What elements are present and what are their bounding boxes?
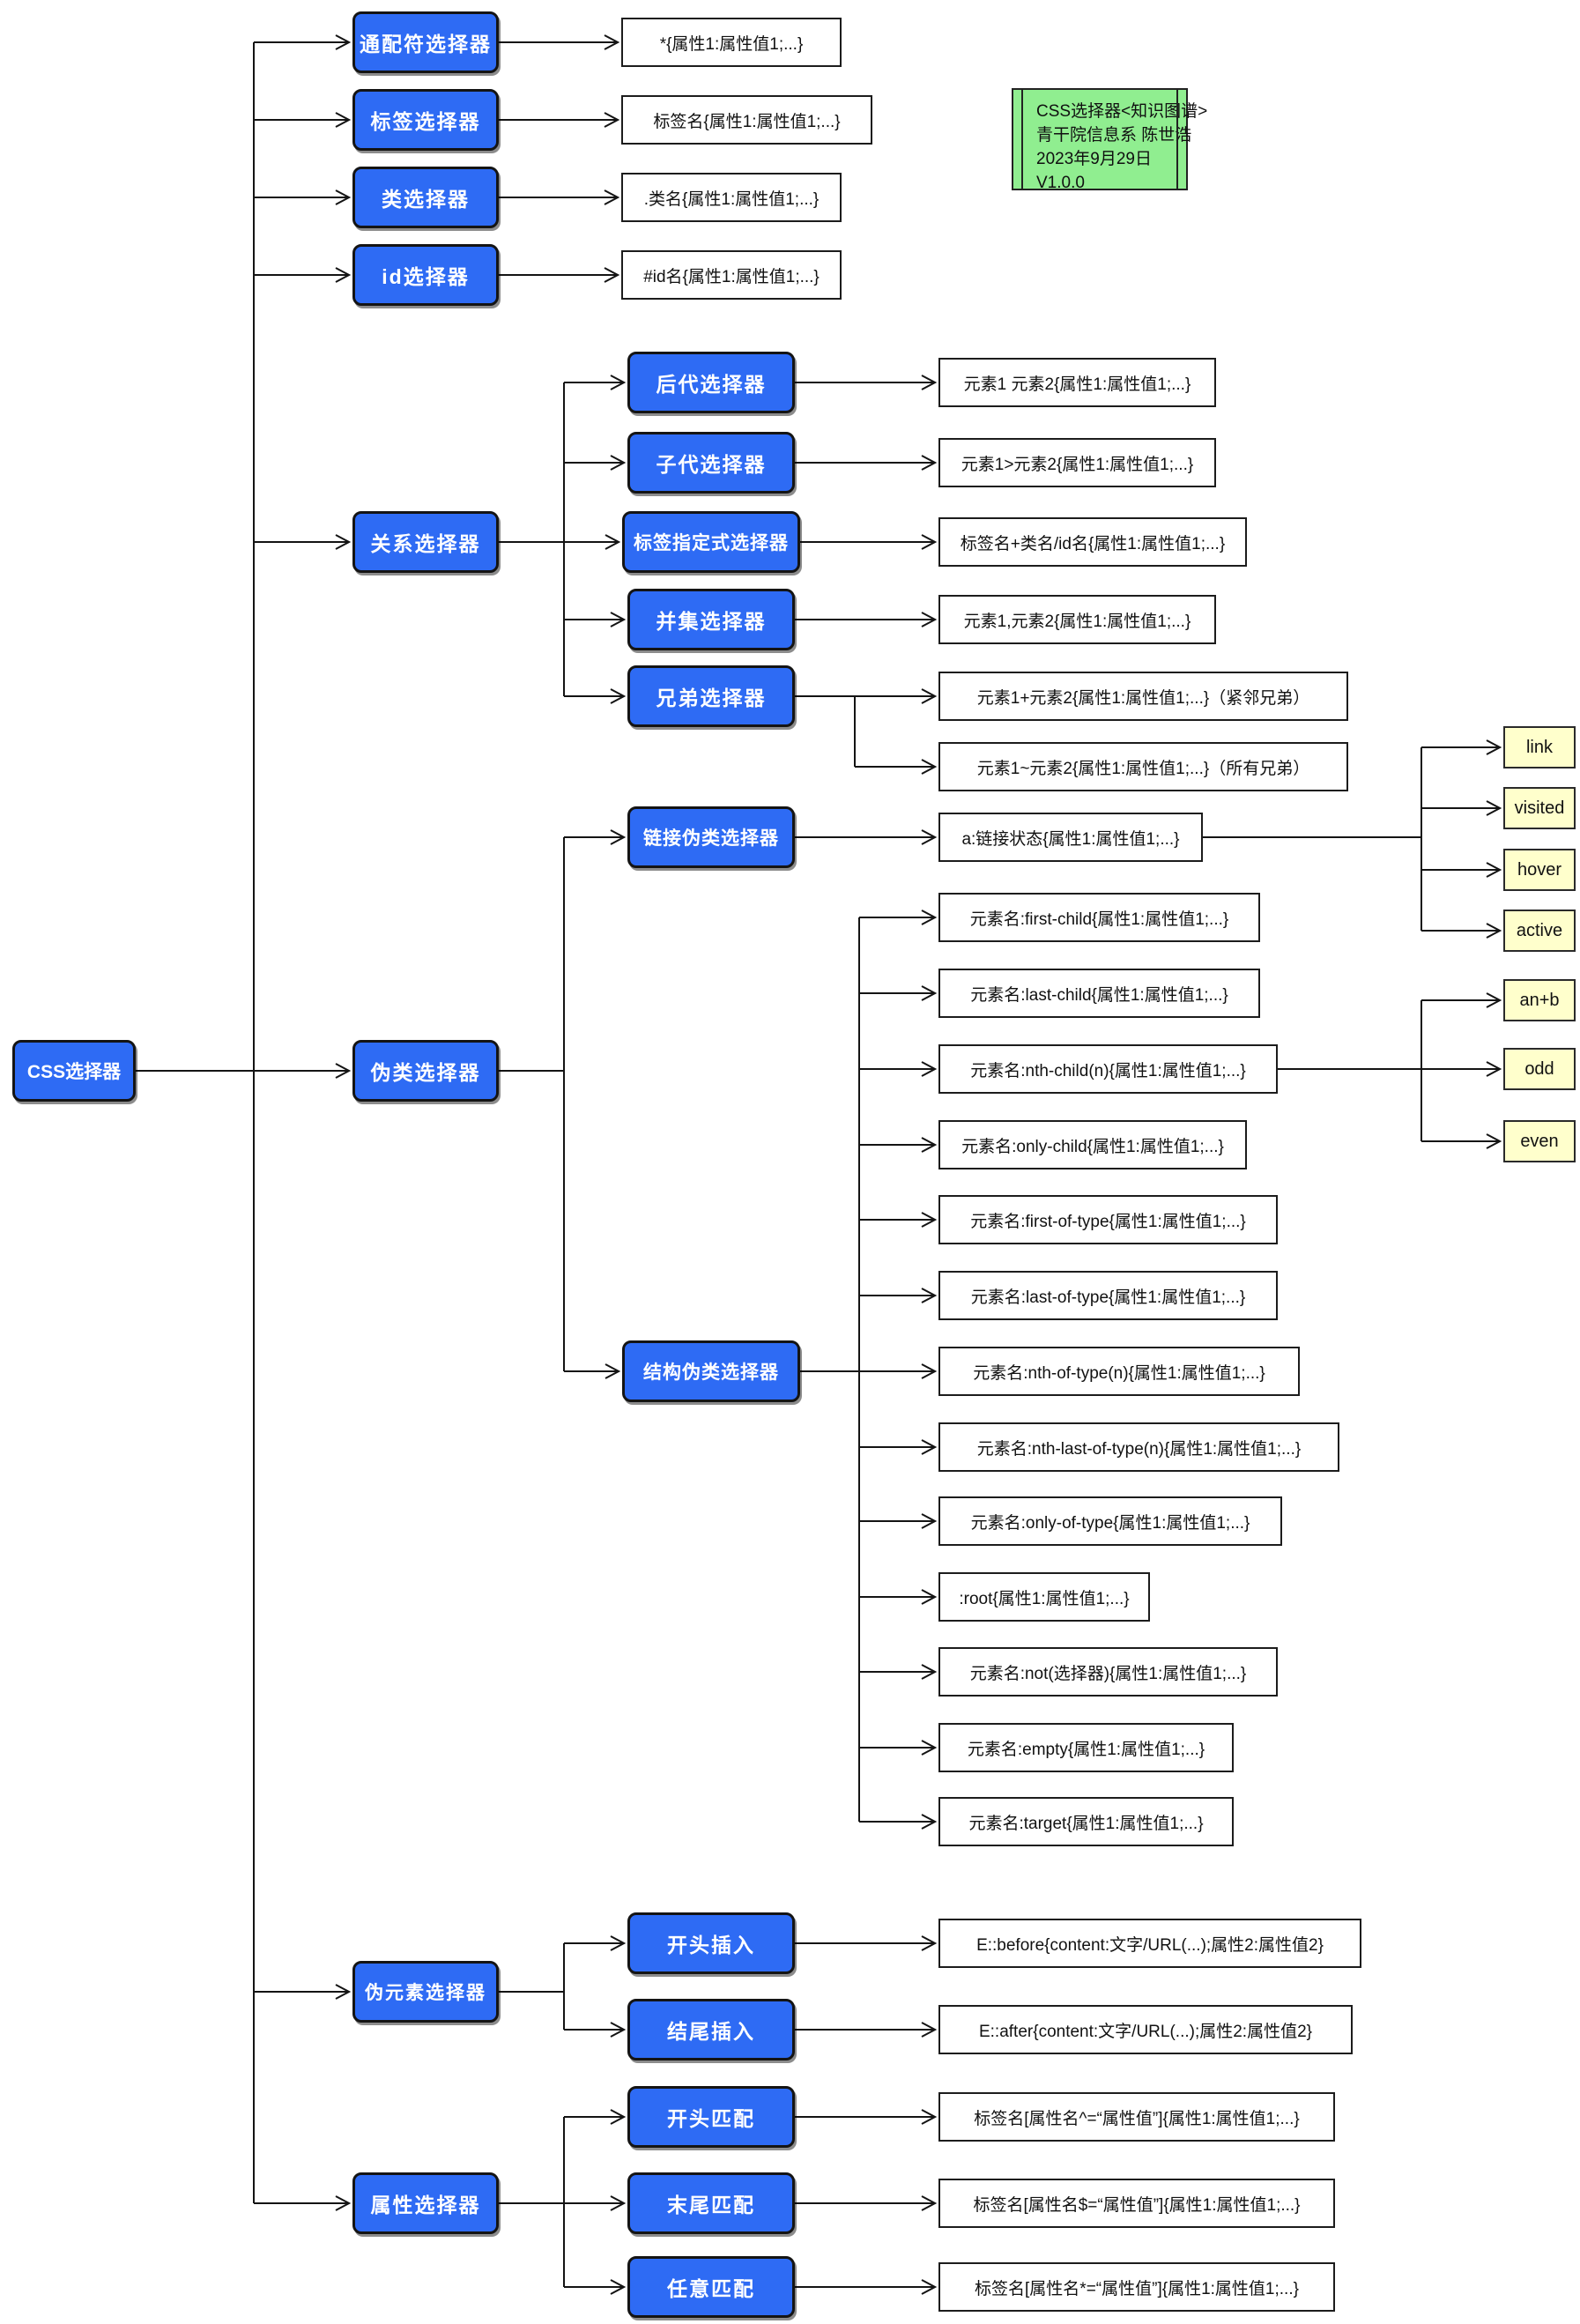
starts-with-match-node: 开头匹配 xyxy=(627,2086,795,2148)
descendant-selector-node: 后代选择器 xyxy=(627,352,795,413)
pseudo-class-selector-node: 伪类选择器 xyxy=(352,1040,499,1102)
root-node-css-selector: CSS选择器 xyxy=(12,1040,136,1102)
anb-value: an+b xyxy=(1503,979,1576,1021)
last-of-type-syntax-box: 元素名:last-of-type{属性1:属性值1;...} xyxy=(938,1271,1278,1320)
contains-match-node: 任意匹配 xyxy=(627,2256,795,2318)
contains-syntax-box: 标签名[属性名*=“属性值”]{属性1:属性值1;...} xyxy=(938,2262,1335,2312)
meta-version: V1.0.0 xyxy=(1036,173,1085,192)
id-selector-node: id选择器 xyxy=(352,244,499,306)
before-insert-node: 开头插入 xyxy=(627,1912,795,1974)
sibling-selector-node: 兄弟选择器 xyxy=(627,665,795,727)
visited-state-value: visited xyxy=(1503,787,1576,829)
nth-of-type-syntax-box: 元素名:nth-of-type(n){属性1:属性值1;...} xyxy=(938,1347,1300,1396)
child-syntax-box: 元素1>元素2{属性1:属性值1;...} xyxy=(938,438,1216,487)
last-child-syntax-box: 元素名:last-child{属性1:属性值1;...} xyxy=(938,969,1260,1018)
meta-title: CSS选择器<知识图谱> xyxy=(1036,102,1208,121)
tag-specified-syntax-box: 标签名+类名/id名{属性1:属性值1;...} xyxy=(938,517,1247,567)
ends-with-match-node: 末尾匹配 xyxy=(627,2172,795,2234)
odd-value: odd xyxy=(1503,1048,1576,1090)
tag-syntax-box: 标签名{属性1:属性值1;...} xyxy=(621,95,872,145)
nth-child-syntax-box: 元素名:nth-child(n){属性1:属性值1;...} xyxy=(938,1044,1278,1094)
meta-author: 青干院信息系 陈世浩 xyxy=(1036,125,1192,145)
descendant-syntax-box: 元素1 元素2{属性1:属性值1;...} xyxy=(938,358,1216,407)
adjacent-sibling-syntax-box: 元素1+元素2{属性1:属性值1;...}（紧邻兄弟） xyxy=(938,672,1348,721)
pseudo-element-selector-node: 伪元素选择器 xyxy=(352,1961,499,2023)
union-selector-node: 并集选择器 xyxy=(627,589,795,650)
child-selector-node: 子代选择器 xyxy=(627,432,795,494)
attribute-selector-node: 属性选择器 xyxy=(352,2172,499,2234)
structural-pseudo-class-selector-node: 结构伪类选择器 xyxy=(622,1340,800,1402)
only-child-syntax-box: 元素名:only-child{属性1:属性值1;...} xyxy=(938,1120,1247,1169)
root-pseudo-syntax-box: :root{属性1:属性值1;...} xyxy=(938,1572,1150,1622)
starts-with-syntax-box: 标签名[属性名^=“属性值”]{属性1:属性值1;...} xyxy=(938,2092,1335,2142)
relation-selector-node: 关系选择器 xyxy=(352,511,499,573)
union-syntax-box: 元素1,元素2{属性1:属性值1;...} xyxy=(938,595,1216,644)
nth-last-of-type-syntax-box: 元素名:nth-last-of-type(n){属性1:属性值1;...} xyxy=(938,1422,1339,1472)
link-state-value: link xyxy=(1503,726,1576,768)
after-syntax-box: E::after{content:文字/URL(...);属性2:属性值2} xyxy=(938,2005,1353,2054)
active-state-value: active xyxy=(1503,910,1576,952)
meta-info-card: CSS选择器<知识图谱> 青干院信息系 陈世浩 2023年9月29日 V1.0.… xyxy=(1012,88,1208,192)
id-syntax-box: #id名{属性1:属性值1;...} xyxy=(621,250,842,300)
class-selector-node: 类选择器 xyxy=(352,167,499,228)
after-insert-node: 结尾插入 xyxy=(627,1999,795,2060)
ends-with-syntax-box: 标签名[属性名$=“属性值”]{属性1:属性值1;...} xyxy=(938,2179,1335,2228)
general-sibling-syntax-box: 元素1~元素2{属性1:属性值1;...}（所有兄弟） xyxy=(938,742,1348,791)
hover-state-value: hover xyxy=(1503,849,1576,891)
even-value: even xyxy=(1503,1120,1576,1162)
tag-selector-node: 标签选择器 xyxy=(352,89,499,151)
class-syntax-box: .类名{属性1:属性值1;...} xyxy=(621,173,842,222)
not-syntax-box: 元素名:not(选择器){属性1:属性值1;...} xyxy=(938,1647,1278,1697)
meta-date: 2023年9月29日 xyxy=(1036,149,1152,168)
tag-specified-selector-node: 标签指定式选择器 xyxy=(622,511,800,573)
only-of-type-syntax-box: 元素名:only-of-type{属性1:属性值1;...} xyxy=(938,1496,1282,1546)
first-of-type-syntax-box: 元素名:first-of-type{属性1:属性值1;...} xyxy=(938,1195,1278,1244)
first-child-syntax-box: 元素名:first-child{属性1:属性值1;...} xyxy=(938,893,1260,942)
target-syntax-box: 元素名:target{属性1:属性值1;...} xyxy=(938,1797,1234,1846)
wildcard-selector-node: 通配符选择器 xyxy=(352,11,499,73)
before-syntax-box: E::before{content:文字/URL(...);属性2:属性值2} xyxy=(938,1919,1361,1968)
link-pseudo-class-selector-node: 链接伪类选择器 xyxy=(627,806,795,868)
wildcard-syntax-box: *{属性1:属性值1;...} xyxy=(621,18,842,67)
empty-syntax-box: 元素名:empty{属性1:属性值1;...} xyxy=(938,1723,1234,1772)
link-pseudo-syntax-box: a:链接状态{属性1:属性值1;...} xyxy=(938,813,1203,862)
